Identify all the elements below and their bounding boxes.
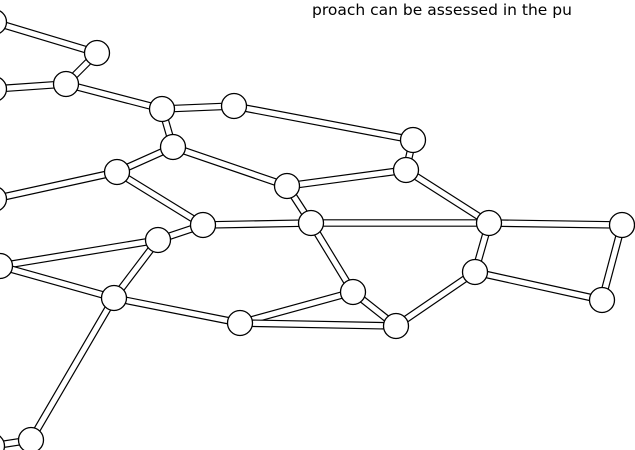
- atom-a17: [144, 226, 172, 254]
- bond-a19-a24: [393, 268, 478, 330]
- atom-a13: [189, 211, 217, 239]
- bond-a8-a11: [171, 143, 289, 190]
- atom-a11: [273, 172, 301, 200]
- atom-a2: [83, 39, 111, 67]
- bond-a10-a13: [114, 168, 206, 229]
- bond-a23-a24: [239, 319, 397, 330]
- atom-a14: [297, 209, 325, 237]
- atom-a22: [588, 286, 616, 314]
- atom-a5: [148, 95, 176, 123]
- bond-a10-a12: [0, 168, 119, 202]
- bond-a21-a23: [112, 294, 242, 327]
- bond-a21-a25: [27, 295, 118, 443]
- atom-a6: [220, 92, 248, 120]
- atom-a24: [382, 312, 410, 340]
- atom-a21: [100, 284, 128, 312]
- atom-a20: [339, 278, 367, 306]
- bond-a9-a15: [403, 166, 492, 227]
- atom-a1: [0, 10, 8, 34]
- atom-layer: [0, 10, 635, 450]
- atom-a19: [461, 258, 489, 286]
- atom-a16: [608, 211, 635, 239]
- bond-a14-a15: [310, 219, 490, 227]
- bond-a1-a2: [0, 19, 99, 57]
- atom-a26: [0, 435, 6, 450]
- bond-a3-a5: [64, 80, 164, 113]
- bond-a13-a14: [202, 219, 312, 229]
- atom-a25: [17, 426, 45, 450]
- bond-a19-a22: [473, 268, 604, 304]
- bond-a14-a20: [307, 220, 357, 295]
- bond-a6-a7: [232, 102, 415, 144]
- atom-a23: [226, 309, 254, 337]
- atom-a7: [399, 126, 427, 154]
- atom-a12: [0, 187, 8, 211]
- atom-a8: [159, 133, 187, 161]
- atom-a18: [0, 252, 14, 280]
- bond-a18-a21: [0, 262, 116, 302]
- caption-text-fragment: proach can be assessed in the pu: [312, 1, 572, 19]
- atom-a10: [103, 158, 131, 186]
- bond-a11-a9: [285, 166, 408, 190]
- atom-a9: [392, 156, 420, 184]
- atom-a4: [0, 77, 8, 101]
- bond-a15-a16: [488, 219, 623, 229]
- bond-a17-a18: [0, 236, 160, 270]
- atom-a3: [52, 70, 80, 98]
- atom-a15: [475, 209, 503, 237]
